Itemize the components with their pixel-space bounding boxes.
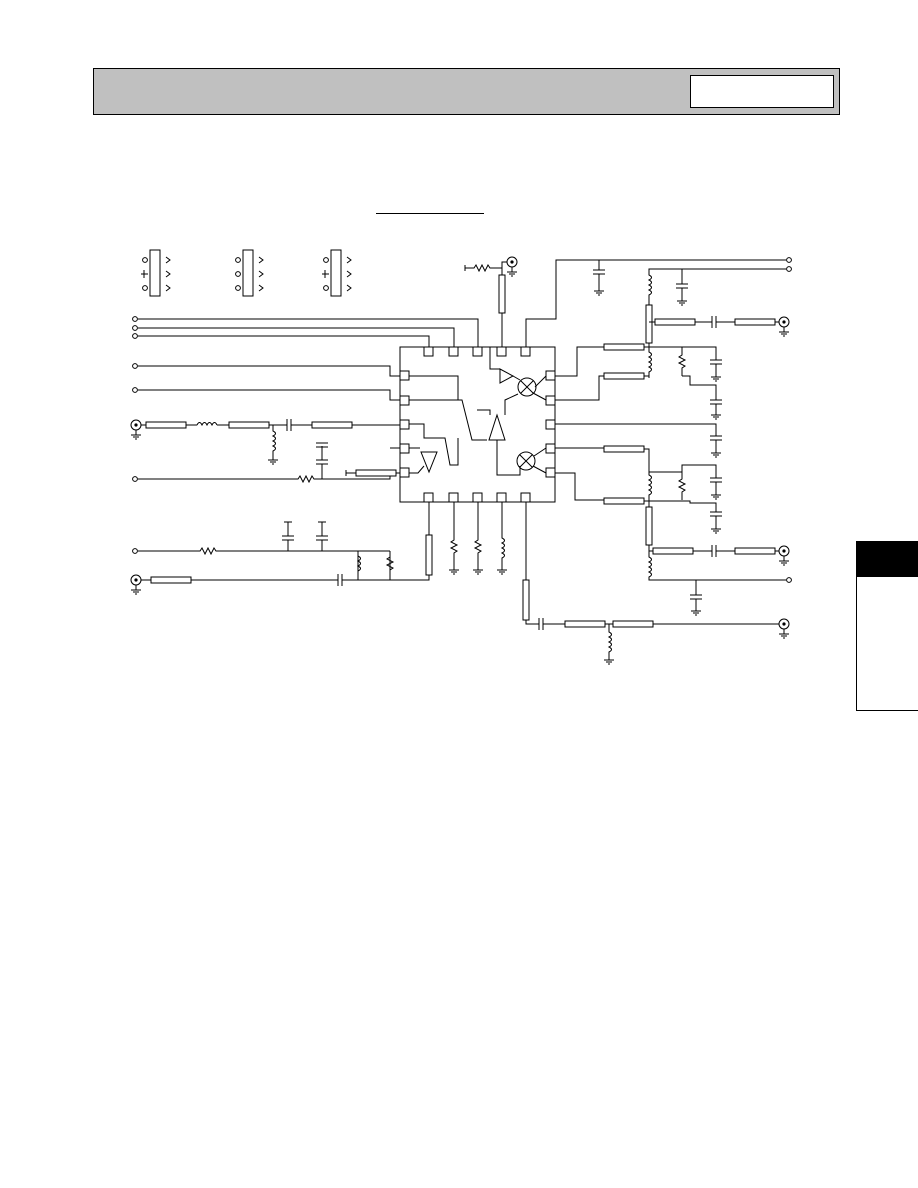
ic-pins [399, 346, 556, 503]
lower-left-network [130, 502, 433, 595]
legend-switch-3 [322, 249, 352, 297]
legend-switch-1 [141, 249, 171, 297]
rf-input-chain [130, 418, 400, 465]
ic-internal [409, 347, 547, 476]
header-bar [93, 68, 840, 115]
legend-switch-2 [235, 249, 264, 297]
side-tab-label [857, 542, 918, 577]
part-number-box [690, 75, 834, 108]
side-tab [856, 541, 918, 711]
diagram-title [376, 196, 484, 214]
right-output-network [555, 266, 792, 616]
top-pin-components [464, 256, 792, 347]
left-control-lines [132, 316, 479, 401]
bottom-pin-components [448, 502, 790, 665]
bias-input-chain [132, 442, 400, 484]
ic-package [399, 346, 556, 503]
